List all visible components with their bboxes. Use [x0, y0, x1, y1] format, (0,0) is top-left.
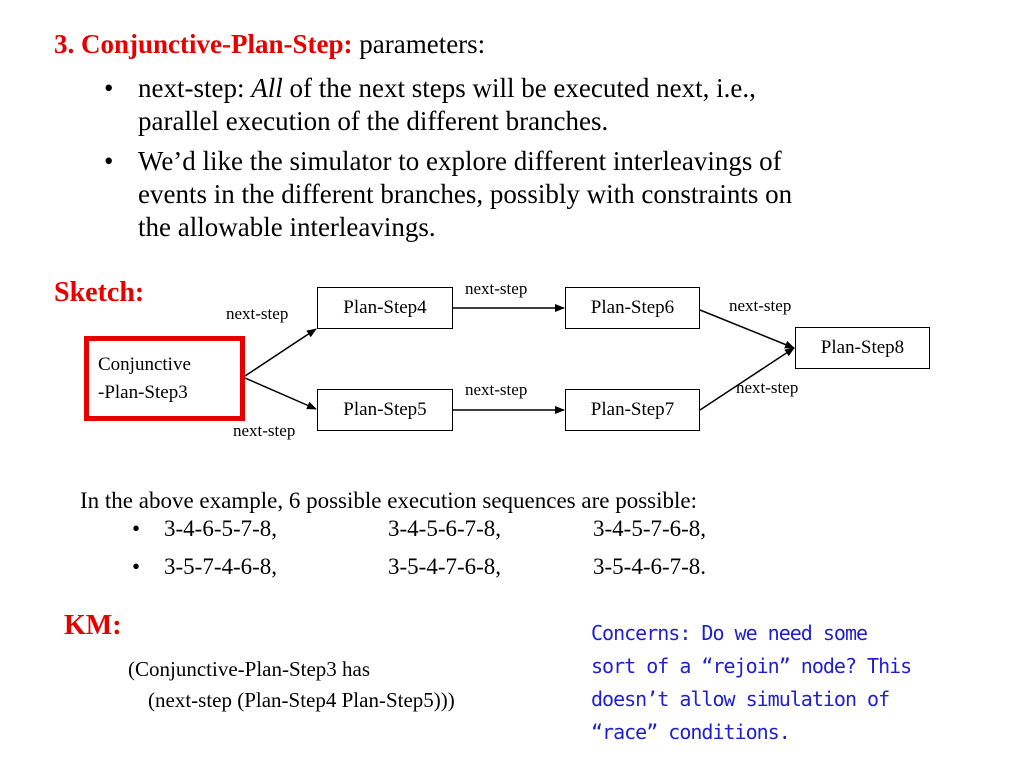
km-label: KM:	[64, 610, 122, 641]
concerns-line: Concerns: Do we need some	[591, 621, 868, 645]
sequence-item: 3-5-4-6-7-8.	[593, 554, 707, 579]
bullet-dot: •	[132, 516, 141, 541]
node-plan-step4: Plan-Step4	[317, 287, 453, 329]
edge-label-3-4: next-step	[226, 304, 289, 323]
heading-title: 3. Conjunctive-Plan-Step:	[54, 29, 353, 59]
edge-label-3-5: next-step	[233, 421, 296, 440]
bullet-dot: •	[132, 554, 141, 579]
bullet-dot: •	[104, 73, 114, 103]
bullet-line: events in the different branches, possib…	[138, 179, 793, 209]
node-plan-step8: Plan-Step8	[795, 327, 930, 369]
km-code-line: (next-step (Plan-Step4 Plan-Step5)))	[148, 688, 455, 712]
arrow-3-to-4	[244, 328, 317, 377]
node-plan-step6: Plan-Step6	[565, 287, 700, 329]
concerns-line: doesn’t allow simulation of	[591, 687, 890, 711]
sequence-item: 3-5-7-4-6-8,	[164, 554, 278, 579]
bullet-line: parallel execution of the different bran…	[138, 106, 609, 136]
node-label-line: Conjunctive	[98, 353, 191, 375]
sequence-item: 3-5-4-7-6-8,	[388, 554, 502, 579]
bullet-line: We’d like the simulator to explore diffe…	[138, 146, 782, 176]
node-label-line: -Plan-Step3	[98, 381, 188, 403]
text-segment: next-step:	[138, 73, 252, 103]
text-segment: of the next steps will be executed next,…	[282, 73, 756, 103]
sequence-item: 3-4-6-5-7-8,	[164, 516, 278, 541]
bullet-text: We’d like the simulator to explore diffe…	[138, 145, 792, 244]
node-conjunctive-plan-step3: Conjunctive -Plan-Step3	[84, 336, 245, 421]
node-plan-step7: Plan-Step7	[565, 389, 700, 431]
arrow-7-to-8	[699, 347, 795, 411]
arrow-6-to-8	[699, 309, 795, 349]
example-intro: In the above example, 6 possible executi…	[80, 488, 697, 513]
edge-label-4-6: next-step	[465, 279, 528, 298]
slide-heading: 3. Conjunctive-Plan-Step: parameters:	[54, 28, 485, 60]
sequence-item: 3-4-5-7-6-8,	[593, 516, 707, 541]
sketch-label: Sketch:	[54, 277, 145, 308]
arrow-3-to-5	[244, 377, 317, 410]
edge-label-5-7: next-step	[465, 380, 528, 399]
emphasis-all: All	[251, 73, 283, 103]
edge-label-6-8: next-step	[729, 296, 792, 315]
node-plan-step5: Plan-Step5	[317, 389, 453, 431]
km-code-line: (Conjunctive-Plan-Step3 has	[128, 657, 371, 681]
edge-label-7-8: next-step	[736, 378, 799, 397]
bullet-line: next-step: All of the next steps will be…	[138, 72, 756, 105]
bullet-line: the allowable interleavings.	[138, 212, 436, 242]
sequence-item: 3-4-5-6-7-8,	[388, 516, 502, 541]
heading-rest: parameters:	[352, 29, 486, 59]
concerns-note: Concerns: Do we need some sort of a “rej…	[591, 617, 1011, 749]
bullet-text: next-step: All of the next steps will be…	[138, 72, 756, 138]
bullet-dot: •	[104, 146, 114, 176]
concerns-line: “race” conditions.	[591, 720, 791, 744]
concerns-line: sort of a “rejoin” node? This	[591, 654, 912, 678]
